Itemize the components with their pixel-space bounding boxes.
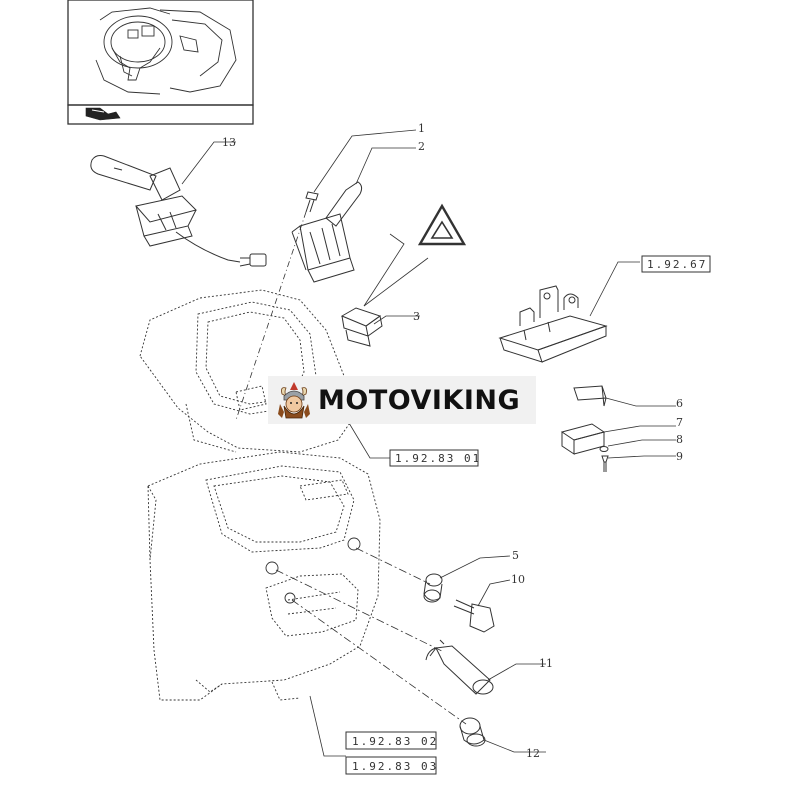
leader-8 <box>607 439 676 447</box>
part-6-bracket <box>573 385 607 407</box>
callout-2: 2 <box>418 140 425 153</box>
leader-1-92-67 <box>589 261 640 317</box>
leader-7 <box>603 425 676 433</box>
lower-dash-panel <box>147 451 381 701</box>
ref-box-1-92-83-01 <box>389 449 479 467</box>
page-turn-arrow-icon[interactable] <box>85 107 121 121</box>
callout-13: 13 <box>222 136 236 149</box>
leader-1-92-83-02 <box>309 695 346 757</box>
ref-box-1-92-67 <box>641 255 711 273</box>
part-2-lever-stalk <box>291 181 363 283</box>
leader-1-92-83-01 <box>345 417 390 459</box>
leader-9 <box>607 455 676 459</box>
leader-5 <box>439 555 511 579</box>
leader-2 <box>355 147 416 185</box>
part-9-screw <box>601 455 609 472</box>
watermark-banner: MOTOVIKING <box>268 376 536 424</box>
part-13-indicator-stalk <box>90 155 267 267</box>
ref-1-92-67[interactable]: 1.92.67 <box>647 258 707 271</box>
hazard-warning-triangle-icon <box>417 203 467 246</box>
part-1-screw <box>305 191 319 213</box>
part-3-hazard-switch <box>340 307 383 347</box>
ref-box-1-92-83-03 <box>345 756 437 775</box>
ref-1-92-83-01[interactable]: 1.92.83 01 <box>395 452 481 465</box>
thumbnail-frame <box>67 0 254 125</box>
part-10-ignition-key <box>453 599 495 633</box>
part-11-cigar-lighter <box>425 639 494 695</box>
leader-6 <box>605 397 676 407</box>
leader-13 <box>181 141 236 185</box>
leader-3-angle <box>363 257 429 307</box>
viking-mascot-logo <box>278 382 310 419</box>
screw-axis-line <box>235 211 307 421</box>
callout-12: 12 <box>526 747 540 760</box>
callout-10: 10 <box>511 573 525 586</box>
part-5-ignition-switch <box>423 573 443 603</box>
leader-3 <box>373 315 420 325</box>
part-8-washer <box>599 446 609 452</box>
relay-bracket-assembly <box>498 285 608 363</box>
watermark-text: MOTOVIKING <box>318 384 521 416</box>
callout-5: 5 <box>512 549 519 562</box>
axis-lighter <box>275 569 445 653</box>
part-7-relay-box <box>560 423 606 455</box>
callout-1: 1 <box>418 122 425 135</box>
ref-1-92-83-02[interactable]: 1.92.83 02 <box>352 735 438 748</box>
callout-3: 3 <box>413 310 420 323</box>
leader-10 <box>477 579 511 607</box>
callout-8: 8 <box>676 433 683 446</box>
callout-11: 11 <box>539 657 553 670</box>
leader-11 <box>487 663 546 681</box>
axis-socket <box>291 599 467 725</box>
axis-ignition <box>355 547 431 585</box>
ref-1-92-83-03[interactable]: 1.92.83 03 <box>352 760 438 773</box>
ref-box-1-92-83-02 <box>345 731 437 750</box>
thumbnail-cab-sketch <box>95 7 237 95</box>
leader-3-top <box>363 233 405 307</box>
callout-7: 7 <box>676 416 683 429</box>
instrument-cluster-housing <box>139 289 353 453</box>
callout-9: 9 <box>676 450 683 463</box>
leader-1 <box>313 129 417 193</box>
callout-6: 6 <box>676 397 683 410</box>
leader-12 <box>483 739 546 753</box>
